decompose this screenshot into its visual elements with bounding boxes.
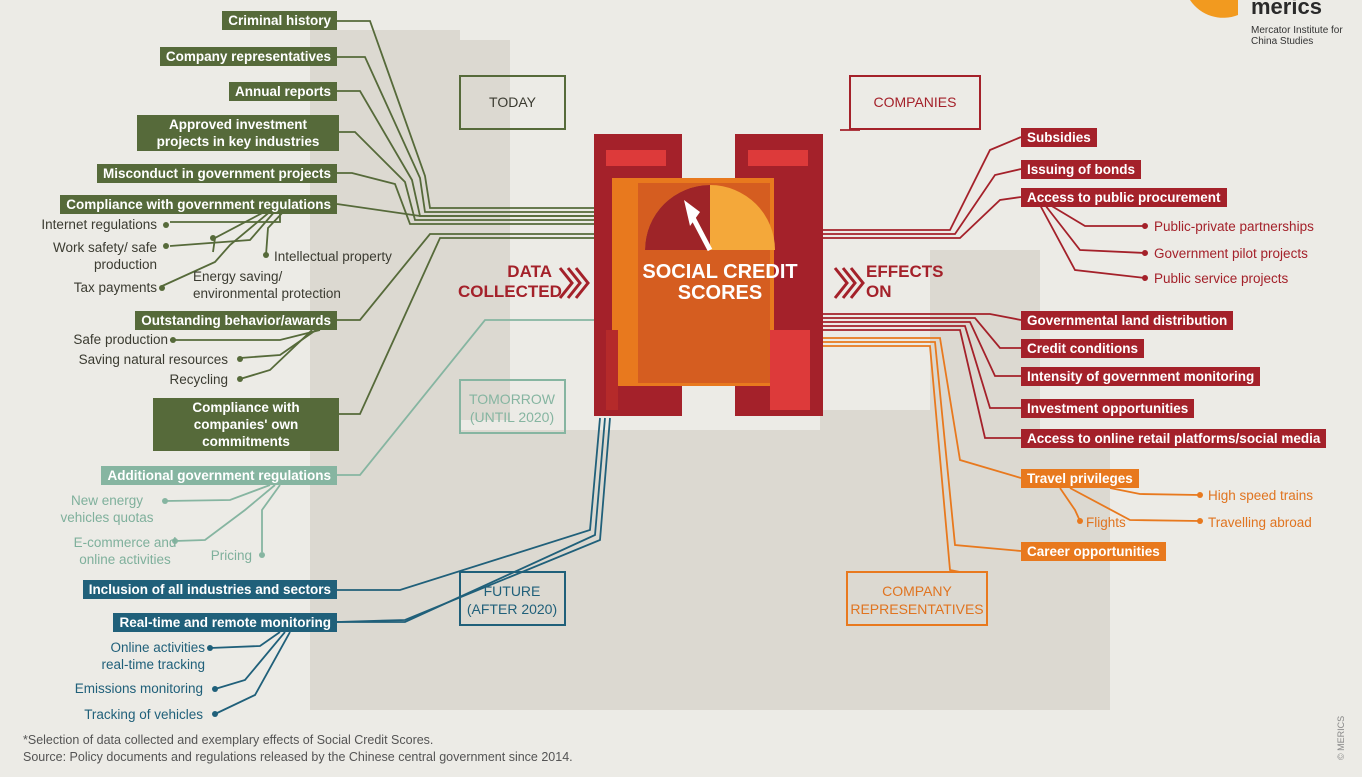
sub-public-private-partnerships: Public-private partnerships	[1154, 219, 1314, 234]
item-credit-conditions: Credit conditions	[1021, 339, 1144, 358]
sub-emissions-monitoring: Emissions monitoring	[74, 681, 203, 696]
sub-recycling: Recycling	[169, 372, 228, 387]
item-travel-privileges: Travel privileges	[1021, 469, 1139, 488]
sub-work-safety: Work safety/ safe production	[52, 240, 157, 272]
sub-ecommerce: E-commerce and online activities	[73, 535, 177, 567]
item-misconduct-government-projects: Misconduct in government projects	[96, 164, 337, 183]
sub-safe-production: Safe production	[73, 332, 168, 347]
sub-public-service-projects: Public service projects	[1154, 271, 1289, 286]
chip-today: TODAY	[489, 94, 536, 110]
item-outstanding-behavior-awards: Outstanding behavior/awards	[135, 311, 337, 330]
copyright: © MERICS	[1336, 715, 1346, 760]
item-annual-reports: Annual reports	[228, 82, 337, 101]
sub-internet-regulations: Internet regulations	[41, 217, 157, 232]
logo-name: merics	[1251, 0, 1322, 19]
sub-tax-payments: Tax payments	[73, 280, 157, 295]
sub-intellectual-property: Intellectual property	[274, 249, 392, 264]
item-additional-government-regulations: Additional government regulations	[101, 466, 337, 485]
merics-logo-icon	[1190, 0, 1238, 18]
effects-on-label: EFFECTS ON	[866, 262, 944, 301]
sub-travelling-abroad: Travelling abroad	[1208, 515, 1312, 530]
sub-flights: Flights	[1086, 515, 1126, 530]
sub-government-pilot-projects: Government pilot projects	[1154, 246, 1308, 261]
sub-saving-natural-resources: Saving natural resources	[78, 352, 228, 367]
gauge	[645, 185, 775, 252]
sub-tracking-vehicles: Tracking of vehicles	[84, 707, 203, 722]
chevron-icons	[558, 267, 865, 299]
tomorrow-wires	[164, 319, 596, 552]
chip-icons	[459, 75, 988, 626]
chip-tomorrow: TOMORROW (UNTIL 2020)	[468, 391, 556, 425]
source-note: Source: Policy documents and regulations…	[23, 750, 573, 764]
chip-companies: COMPANIES	[873, 94, 957, 110]
representatives-wires	[823, 337, 1201, 573]
item-subsidies: Subsidies	[1021, 128, 1097, 147]
sub-pricing: Pricing	[210, 548, 252, 563]
logo-tagline: Mercator Institute for China Studies	[1251, 25, 1343, 47]
chip-company-representatives: COMPANY REPRESENTATIVES	[850, 583, 984, 617]
chip-future: FUTURE (AFTER 2020)	[466, 583, 558, 617]
sub-online-activities: Online activities real-time tracking	[101, 640, 205, 672]
today-wires	[159, 20, 596, 415]
item-real-time-remote-monitoring: Real-time and remote monitoring	[113, 613, 337, 632]
bullet-dots	[159, 222, 1203, 717]
item-career-opportunities: Career opportunities	[1021, 542, 1166, 561]
item-issuing-bonds: Issuing of bonds	[1021, 160, 1141, 179]
item-criminal-history: Criminal history	[222, 11, 337, 30]
sub-new-energy-vehicles: New energy vehicles quotas	[60, 493, 154, 525]
item-compliance-companies-commitments: Compliance with companies' own commitmen…	[153, 398, 339, 451]
item-public-procurement: Access to public procurement	[1021, 188, 1227, 207]
item-investment-opportunities: Investment opportunities	[1021, 399, 1195, 418]
item-inclusion-all-industries: Inclusion of all industries and sectors	[82, 580, 337, 599]
future-wires	[209, 417, 611, 715]
item-governmental-land-distribution: Governmental land distribution	[1021, 311, 1234, 330]
item-approved-investment-projects: Approved investment projects in key indu…	[137, 115, 339, 151]
center-title: SOCIAL CREDIT SCORES	[642, 261, 798, 304]
data-collected-label: DATA COLLECTED	[458, 262, 562, 301]
sub-energy-saving: Energy saving/ environmental protection	[193, 269, 341, 301]
item-online-retail-platforms: Access to online retail platforms/social…	[1021, 429, 1327, 448]
item-company-representatives: Company representatives	[159, 47, 337, 66]
footnote: *Selection of data collected and exempla…	[23, 733, 434, 747]
item-intensity-government-monitoring: Intensity of government monitoring	[1021, 367, 1261, 386]
item-compliance-government-regulations: Compliance with government regulations	[60, 195, 337, 214]
companies-wires	[823, 129, 1146, 439]
sub-high-speed-trains: High speed trains	[1208, 488, 1314, 503]
